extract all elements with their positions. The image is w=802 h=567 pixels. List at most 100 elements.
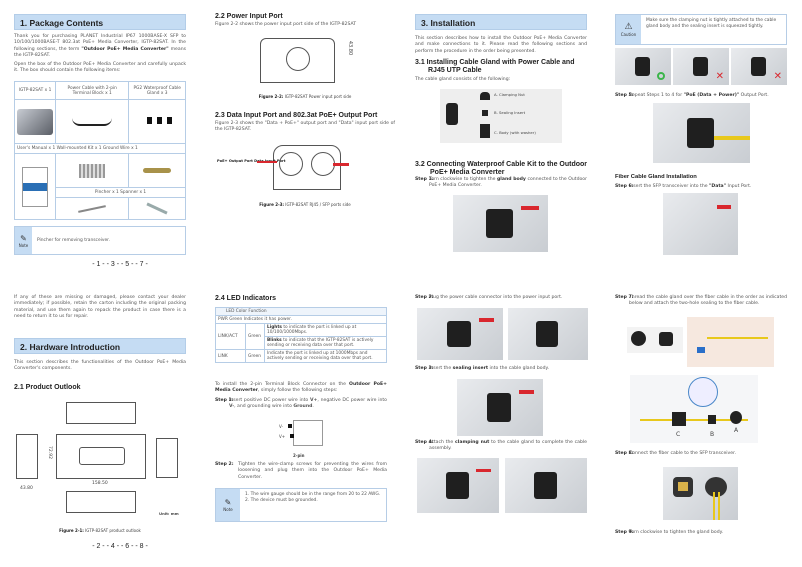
section-heading: 3. Installation [415,14,587,30]
pincher-image [54,197,130,220]
page-4: ⚠Caution Make sure the clamping nut is t… [605,0,802,282]
paragraph: Figure 2-2 shows the power input port si… [215,22,357,27]
subsection-heading: Fiber Cable Gland Installation [615,174,697,180]
step-3: Step 3:Insert the sealing insert into th… [415,366,550,371]
paragraph: Figure 2-3 shows the "Data + PoE+" outpu… [215,121,395,133]
dimension-label: 72.92 [46,446,52,459]
note-icon: ✎Note [216,489,240,521]
subsection-heading: 2.3 Data Input Port and 802.3at PoE+ Out… [215,112,378,119]
manual-image [14,153,56,220]
incorrect-image: ✕ [673,48,729,85]
paragraph: The cable gland consists of the followin… [415,77,511,82]
page-1: 1. Package Contents Thank you for purcha… [0,0,200,282]
figure-caption: Figure 2-1: IGTP-82SAT product outlook [59,528,141,533]
page-5: If any of these are missing or damaged, … [0,285,200,567]
converter-image [14,99,56,144]
note-box: ✎Note 1. The wire gauge should be in the… [215,488,387,522]
fiber-gland-order-image: C B A [630,375,758,443]
note-item: 2. The device must be grounded. [245,498,318,503]
step-2: Step 2:Plug the power cable connector in… [415,295,563,300]
sfp-connected-image [663,467,738,520]
gland-body-image [453,195,548,252]
section-heading: 2. Hardware Introduction [14,338,186,354]
spanner-image [128,197,186,220]
paragraph: This section describes the functionaliti… [14,360,186,372]
step-4: Step 4:Attach the clamping nut to the ca… [415,440,587,452]
page-6: 2.4 LED Indicators LED Color Function PW… [205,285,405,567]
table-cell: Power Cable with 2-pin Terminal Block x … [54,81,130,100]
pin-label: V+ [279,434,295,439]
dimension-label: 158.50 [92,481,108,486]
led-table: LED Color Function PWR Green Indicates i… [215,307,387,363]
step-1: Step 1:Insert positive DC power wire int… [215,398,387,410]
dimension-label: 43.80 [347,40,354,56]
part-label: C [676,431,681,438]
note-item: 1. The wire gauge should be in the range… [245,492,381,497]
fiber-thread-image [687,317,774,367]
paragraph: If any of these are missing or damaged, … [14,295,186,320]
assembled-image [505,458,587,513]
part-label: C. Body (with washer) [494,130,536,135]
sealing-insert-image [457,379,543,436]
step-2: Step 2:Tighten the wire-clamp screws for… [215,462,387,480]
part-label: A [734,427,739,434]
subsection-heading: 2.1 Product Outlook [14,384,81,391]
paragraph: This section describes how to install th… [415,36,587,54]
subsection-heading: 3.1 Installing Cable Gland with Power Ca… [415,59,575,74]
table-cell: User's Manual x 1 Wall-mounted Kit x 1 G… [14,143,186,154]
caution-icon: ⚠Caution [616,15,641,44]
section-heading: 1. Package Contents [14,14,186,30]
cable-gland-image [128,99,186,144]
step-9: Step 9:Turn clockwise to tighten the gla… [615,530,724,535]
page-8: Step 7:Thread the cable gland over the f… [605,285,802,567]
intro-paragraph: Thank you for purchasing PLANET Industri… [14,34,186,59]
step-5: Step 5:Repeat Steps 1 to 4 for "PoE (Dat… [615,93,769,98]
table-row: PWR Green Indicates it has power. [215,315,387,324]
dimension-label: 43.80 [20,486,33,491]
terminal-block-diagram [293,420,323,446]
note-icon: ✎Note [15,227,32,254]
arrow-icon [257,161,277,163]
poe-port-image [653,103,750,163]
table-cell: PG2 Waterproof Cable Gland x 3 [128,81,186,100]
subsection-heading: 2.2 Power Input Port [215,13,283,20]
sealing-parts-image [627,327,683,353]
step-7: Step 7:Thread the cable gland over the f… [615,295,787,307]
page-2: 2.2 Power Input Port Figure 2-2 shows th… [205,0,405,282]
incorrect-image: ✕ [731,48,787,85]
unit-label: Unit: mm [159,511,179,516]
part-label: B. Sealing Insert [494,110,526,115]
pin-label: V- [279,424,292,429]
power-connector-image [417,308,503,360]
figure-caption: Figure 2-2: IGTP-82SAT Power input port … [258,94,352,99]
step-1: Step 1:Turn clockwise to tighten the gla… [415,177,587,189]
subsection-heading: 3.2 Connecting Waterproof Cable Kit to t… [415,161,588,176]
page-3: 3. Installation This section describes h… [405,0,605,282]
unpack-paragraph: Open the box of the Outdoor PoE+ Media C… [14,62,186,74]
power-port-drawing [260,38,335,83]
power-connected-image [508,308,588,360]
subsection-heading: 2.4 LED Indicators [215,295,277,302]
note-box: ✎Note Pincher for removing transceiver. [14,226,186,255]
step-8: Step 8:Connect the fiber cable to the SF… [615,451,737,456]
ground-wire-image [128,153,186,188]
pin-caption: 2-pin [293,453,305,458]
table-cell: Pincher x 1 Spanner x 1 [55,187,186,198]
clamping-nut-image [417,458,499,513]
data-port-drawing [273,145,341,190]
paragraph: To install the 2-pin Terminal Block Conn… [215,382,387,394]
page-numbers: - 1 - - 3 - - 5 - - 7 - [92,261,148,268]
part-label: A. Clamping Nut [494,92,525,97]
correct-image [615,48,671,85]
product-outlook-drawing: 158.50 72.92 43.80 Unit: mm [16,398,181,523]
page-7: Step 2:Plug the power cable connector in… [405,285,605,567]
table-cell: IGTP-82SAT x 1 [14,81,56,100]
power-cable-image [54,99,130,144]
figure-caption: Figure 2-3: IGTP-82SAT RJ45 / SFP ports … [259,202,351,207]
caution-box: ⚠Caution Make sure the clamping nut is t… [615,14,787,45]
wall-kit-image [54,153,130,188]
table-header: LED Color Function [215,307,387,316]
